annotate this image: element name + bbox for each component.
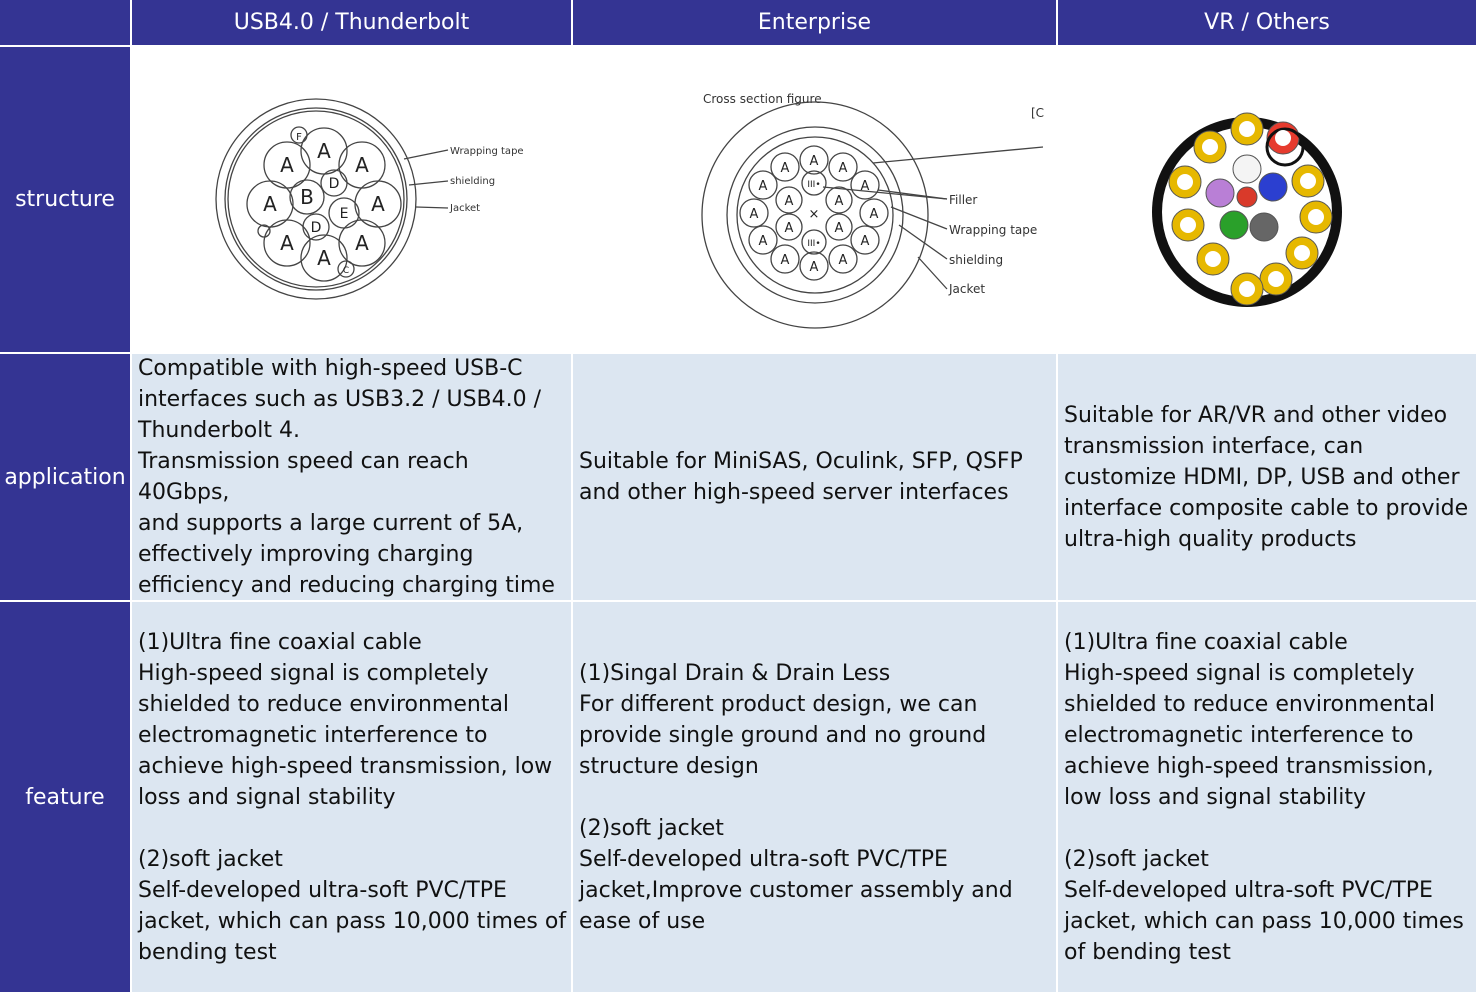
header-enterprise: Enterprise — [573, 0, 1056, 45]
usb-letter-a1: A — [280, 153, 294, 177]
application-usb4-text: Compatible with high-speed USB-C interfa… — [138, 356, 555, 598]
usb4-cable-cross-section: A A A A A A A A B D E D F C Wrapping tap… — [215, 98, 524, 300]
ent-letter-a8: A — [759, 234, 768, 249]
ent-letter-a12: A — [839, 253, 848, 268]
usb-letter-a7: A — [317, 246, 331, 270]
usb-letter-a3: A — [355, 153, 369, 177]
application-enterprise-cell: Suitable for MiniSAS, Oculink, SFP, QSFP… — [573, 354, 1056, 600]
feature-vr-cell: (1)Ultra fine coaxial cable High-speed s… — [1058, 602, 1476, 992]
usb-letter-a2: A — [317, 139, 331, 163]
feature-enterprise-text: (1)Singal Drain & Drain Less For differe… — [579, 660, 1013, 934]
ent-letter-a5: A — [861, 179, 870, 194]
ent-letter-a1: A — [781, 161, 790, 176]
structure-enterprise-diagram-cell: Cross section figure [C — [573, 47, 1056, 352]
ent-letter-a13: A — [785, 194, 794, 209]
usb-label-wrapping-tape: Wrapping tape — [450, 146, 524, 157]
ent-label-jacket: Jacket — [948, 282, 985, 296]
ent-letter-a15: A — [785, 221, 794, 236]
usb-letter-c: C — [343, 266, 349, 276]
structure-vr-diagram-cell — [1058, 47, 1476, 352]
ent-letter-a4: A — [759, 179, 768, 194]
ent-letter-x: × — [809, 207, 820, 222]
enterprise-corner-mark: [C — [1031, 106, 1044, 120]
usb-letter-a8: A — [355, 231, 369, 255]
ent-letter-a16: A — [835, 221, 844, 236]
feature-enterprise-cell: (1)Singal Drain & Drain Less For differe… — [573, 602, 1056, 992]
ent-letter-a14: A — [835, 194, 844, 209]
usb-letter-d1: D — [329, 176, 340, 192]
row-label-structure: structure — [0, 47, 130, 352]
ent-letter-a10: A — [781, 253, 790, 268]
usb-letter-a6: A — [280, 231, 294, 255]
ent-label-wrapping-tape: Wrapping tape — [949, 223, 1037, 237]
ent-letter-iii-2: III• — [807, 239, 820, 249]
header-vr-others: VR / Others — [1058, 0, 1476, 45]
row-label-feature: feature — [0, 602, 130, 992]
feature-usb4-text: (1)Ultra fine coaxial cable High-speed s… — [138, 629, 567, 965]
vr-composite-cable-cross-section — [1152, 112, 1342, 307]
ent-letter-a3: A — [839, 161, 848, 176]
usb-letter-f: F — [296, 132, 302, 143]
ent-letter-a6: A — [750, 207, 759, 222]
ent-label-filler: Filler — [949, 193, 977, 207]
ent-letter-iii-1: III• — [807, 180, 820, 190]
enterprise-cable-cross-section: Cross section figure [C — [701, 92, 1044, 329]
ent-letter-a9: A — [861, 234, 870, 249]
enterprise-cross-section-title: Cross section figure — [703, 92, 822, 106]
application-usb4-cell: Compatible with high-speed USB-C interfa… — [132, 354, 571, 600]
structure-usb4-diagram-cell: A A A A A A A A B D E D F C Wrapping tap… — [132, 47, 571, 352]
usb-letter-d2: D — [311, 220, 322, 236]
application-vr-text: Suitable for AR/VR and other video trans… — [1064, 402, 1469, 552]
header-usb4-thunderbolt: USB4.0 / Thunderbolt — [132, 0, 571, 45]
ent-label-shielding: shielding — [949, 253, 1003, 267]
application-vr-cell: Suitable for AR/VR and other video trans… — [1058, 354, 1476, 600]
usb-letter-a5: A — [371, 192, 385, 216]
usb-label-shielding: shielding — [450, 176, 495, 187]
feature-usb4-cell: (1)Ultra fine coaxial cable High-speed s… — [132, 602, 571, 992]
application-enterprise-text: Suitable for MiniSAS, Oculink, SFP, QSFP… — [579, 449, 1023, 505]
row-label-application: application — [0, 354, 130, 600]
usb-label-jacket: Jacket — [449, 203, 480, 214]
usb-letter-a4: A — [263, 192, 277, 216]
header-corner-cell — [0, 0, 130, 45]
usb-letter-e: E — [340, 206, 349, 222]
ent-letter-a2: A — [810, 154, 819, 169]
usb-letter-b: B — [300, 185, 314, 209]
feature-vr-text: (1)Ultra fine coaxial cable High-speed s… — [1064, 629, 1464, 965]
ent-letter-a11: A — [810, 260, 819, 275]
ent-letter-a7: A — [870, 207, 879, 222]
